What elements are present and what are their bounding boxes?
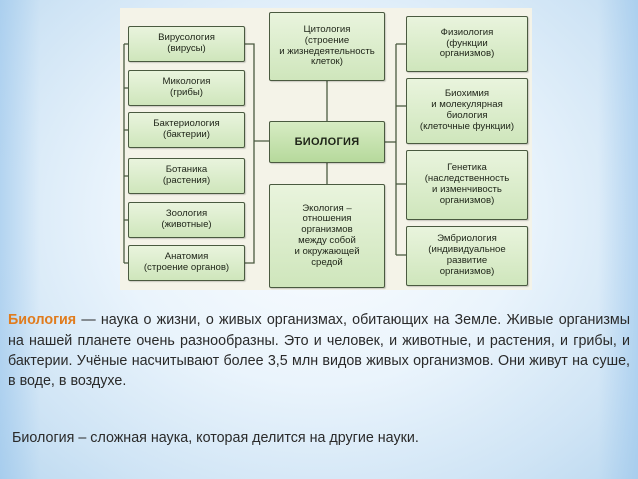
node-ecology: Экология – отношения организмов между со… [269, 184, 385, 288]
node-biology: БИОЛОГИЯ [269, 121, 385, 163]
definition-paragraph: Биология — наука о жизни, о живых органи… [8, 310, 630, 391]
node-physiology: Физиология (функции организмов) [406, 16, 528, 72]
node-virology: Вирусология (вирусы) [128, 26, 245, 62]
node-botany: Ботаника (растения) [128, 158, 245, 194]
node-cytology: Цитология (строение и жизнедеятельность … [269, 12, 385, 81]
background-glow-left [0, 0, 40, 479]
diagram-connectors [123, 43, 406, 264]
summary-paragraph: Биология – сложная наука, которая делитс… [12, 430, 419, 447]
node-bacteriology: Бактериология (бактерии) [128, 112, 245, 148]
node-mycology: Микология (грибы) [128, 70, 245, 106]
connector-left-to-center [245, 43, 269, 264]
node-genetics: Генетика (наследственность и изменчивост… [406, 150, 528, 220]
node-embryology: Эмбриология (индивидуальное развитие орг… [406, 226, 528, 286]
node-anatomy: Анатомия (строение органов) [128, 245, 245, 281]
background-glow-right [598, 0, 638, 479]
node-zoology: Зоология (животные) [128, 202, 245, 238]
definition-text: — наука о жизни, о живых организмах, оби… [8, 312, 630, 389]
biology-diagram: Вирусология (вирусы) Микология (грибы) Б… [120, 8, 532, 290]
node-biochemistry: Биохимия и молекулярная биология (клеточ… [406, 78, 528, 144]
term-biology: Биология [8, 312, 77, 329]
